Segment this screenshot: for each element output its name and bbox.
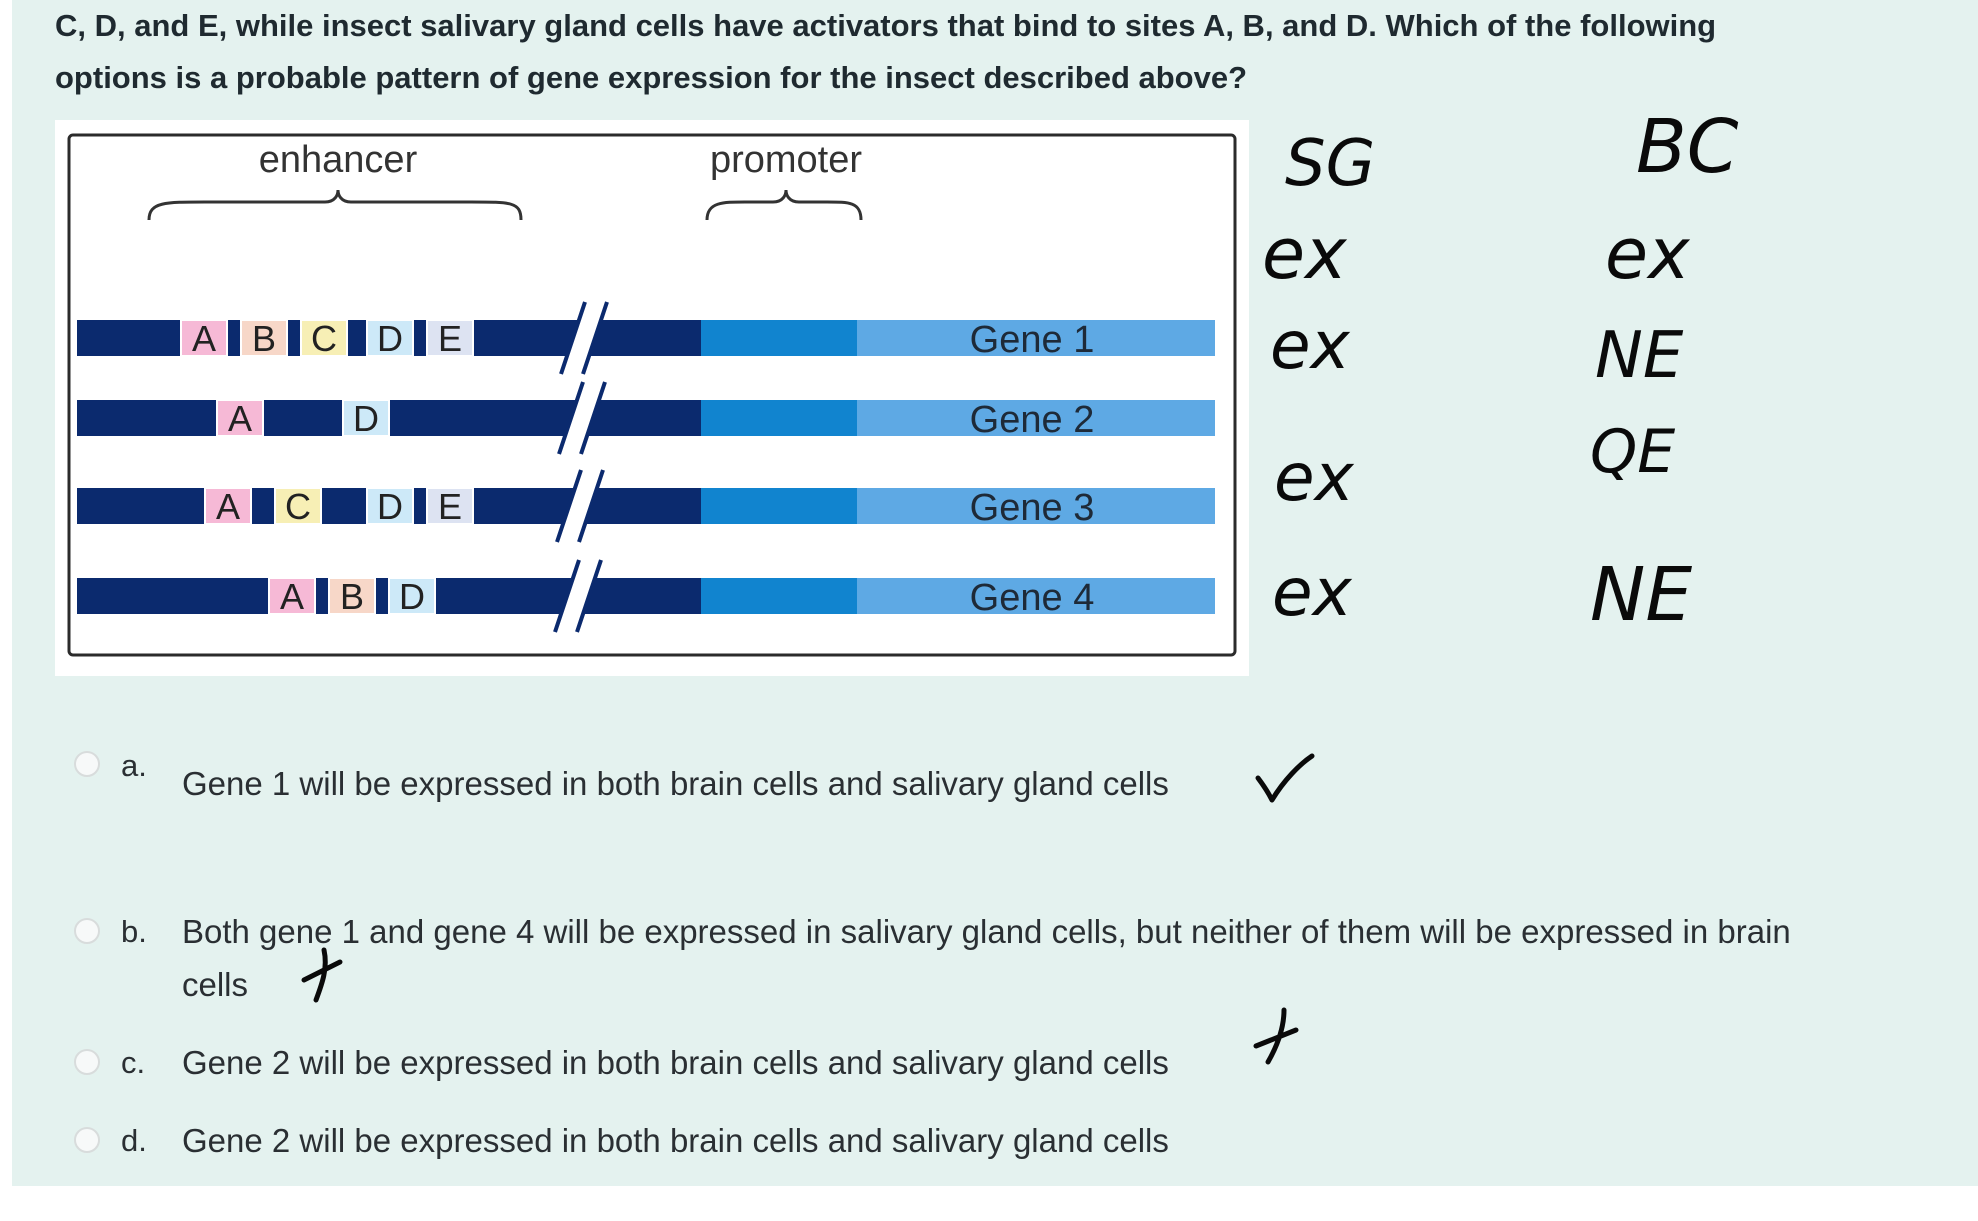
gene-4-coding-region — [857, 578, 1215, 614]
gene-3-site-box — [366, 487, 414, 525]
option-c-letter: c. — [121, 1045, 146, 1080]
gene-2-name: Gene 2 — [970, 399, 1095, 441]
gene-3-name: Gene 3 — [970, 487, 1095, 529]
gene-3-site-box — [274, 487, 322, 525]
gene-1-break-gap — [561, 304, 607, 372]
gene-1-site-box — [300, 319, 348, 357]
gene-3-break-slash — [577, 469, 605, 543]
gene-3-site-label: A — [216, 486, 240, 527]
option-b-radio[interactable] — [74, 918, 100, 944]
promoter-brace — [705, 189, 863, 221]
gene-3-promoter-region — [701, 488, 857, 524]
gene-4-break-slash — [575, 559, 603, 633]
option-a-text[interactable]: Gene 1 will be expressed in both brain c… — [182, 765, 1169, 802]
option-c-text[interactable]: Gene 2 will be expressed in both brain c… — [182, 1044, 1169, 1081]
gene-2-break-slash — [557, 381, 585, 455]
gene-2-promoter-region — [701, 400, 857, 436]
option-d-letter: d. — [121, 1123, 147, 1158]
option-c-radio[interactable] — [74, 1049, 100, 1075]
gene-4-site-label: D — [399, 576, 425, 617]
gene-3-site-label: E — [438, 486, 462, 527]
option-b-text-line-2[interactable]: cells — [182, 966, 249, 1003]
gene-3-site-label: C — [285, 486, 311, 527]
diagram-frame — [67, 133, 1237, 657]
enhancer-label: enhancer — [259, 139, 418, 181]
gene-4-promoter-region — [701, 578, 857, 614]
gene-2-break-gap — [559, 384, 605, 452]
gene-3-site-box — [204, 487, 252, 525]
enhancer-brace — [147, 189, 523, 221]
gene-1-site-box — [240, 319, 288, 357]
gene-1-site-label: B — [252, 318, 276, 359]
gene-2-break-slash — [579, 381, 607, 455]
gene-4-name: Gene 4 — [970, 577, 1095, 619]
gene-1-site-label: D — [377, 318, 403, 359]
gene-1-site-label: E — [438, 318, 462, 359]
gene-2-site-label: A — [228, 398, 252, 439]
gene-2-site-box — [216, 399, 264, 437]
gene-1-site-box — [426, 319, 474, 357]
option-a-radio[interactable] — [74, 751, 100, 777]
gene-2-coding-region — [857, 400, 1215, 436]
promoter-label: promoter — [710, 139, 862, 181]
question-line-2: options is a probable pattern of gene ex… — [55, 60, 1248, 95]
question-text: C, D, and E, while insect salivary gland… — [55, 0, 1955, 104]
gene-4-break-slash — [553, 559, 581, 633]
gene-1-break-slash — [581, 301, 609, 375]
gene-1-site-box — [366, 319, 414, 357]
gene-1-coding-region — [857, 320, 1215, 356]
option-b-text-line-1[interactable]: Both gene 1 and gene 4 will be expressed… — [182, 913, 1791, 950]
gene-1-site-box — [180, 319, 228, 357]
gene-1-promoter-region — [701, 320, 857, 356]
gene-3-site-box — [426, 487, 474, 525]
gene-4-break-gap — [555, 562, 601, 630]
gene-3-coding-region — [857, 488, 1215, 524]
gene-4-site-box — [388, 577, 436, 615]
gene-3-site-label: D — [377, 486, 403, 527]
gene-1-site-label: A — [192, 318, 216, 359]
gene-3-break-slash — [555, 469, 583, 543]
gene-4-site-box — [328, 577, 376, 615]
option-b-letter: b. — [121, 914, 147, 949]
gene-4-site-label: A — [280, 576, 304, 617]
option-a-letter: a. — [121, 748, 147, 783]
option-d-radio[interactable] — [74, 1127, 100, 1153]
option-d-text[interactable]: Gene 2 will be expressed in both brain c… — [182, 1122, 1169, 1159]
gene-1-break-slash — [559, 301, 587, 375]
gene-3-break-gap — [557, 472, 603, 540]
gene-1-site-label: C — [311, 318, 337, 359]
gene-1-name: Gene 1 — [970, 319, 1095, 361]
gene-2-site-label: D — [353, 398, 379, 439]
gene-4-site-label: B — [340, 576, 364, 617]
gene-2-site-box — [342, 399, 390, 437]
question-line-1: C, D, and E, while insect salivary gland… — [55, 8, 1717, 43]
gene-4-site-box — [268, 577, 316, 615]
